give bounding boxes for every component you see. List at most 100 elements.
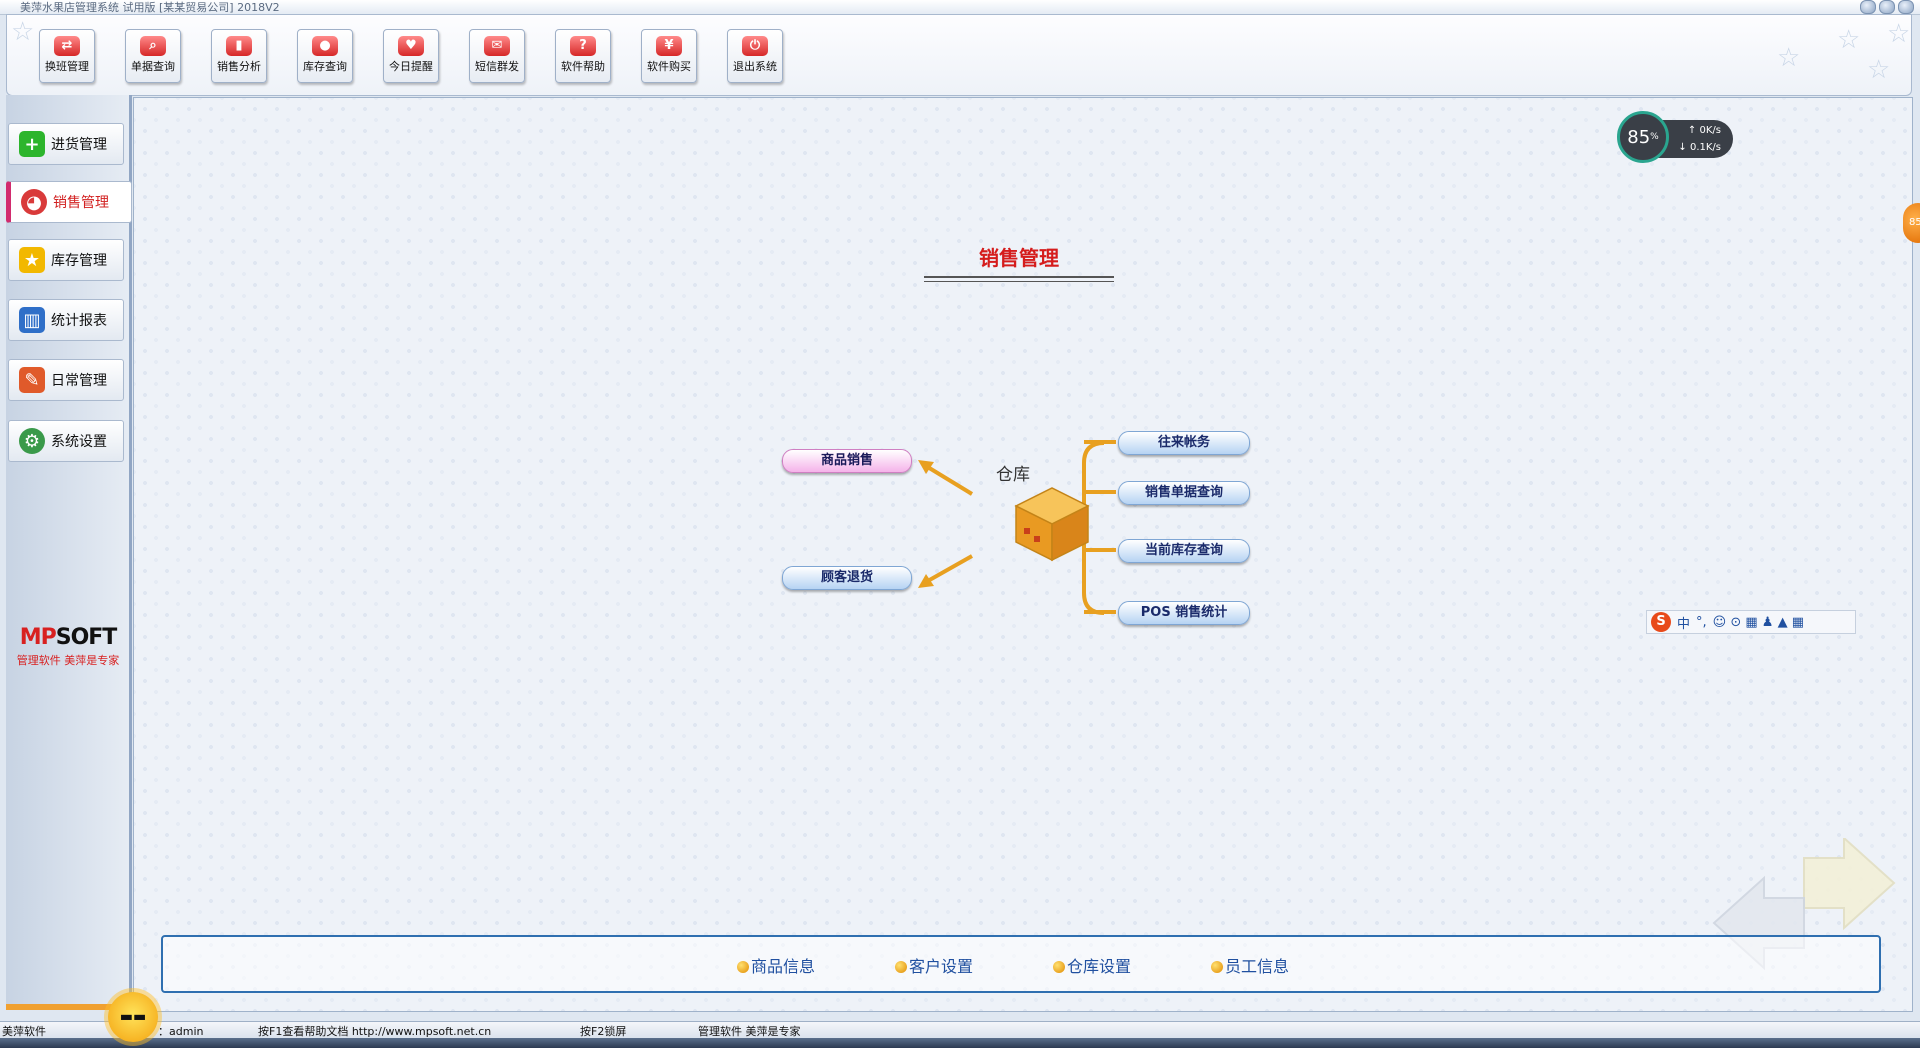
link-customer-settings[interactable]: 客户设置 xyxy=(895,953,973,977)
sidebar-item-label: 进货管理 xyxy=(51,137,107,153)
main-panel: 销售管理 仓库 商品销售 顾客退货 往来帐务 销售单据查询 当前库存查询 POS… xyxy=(133,97,1913,1012)
sidebar-item-label: 库存管理 xyxy=(51,253,107,269)
os-taskbar xyxy=(0,1038,1920,1048)
sidebar-item-reports[interactable]: ▥ 统计报表 xyxy=(8,299,124,341)
bar-chart-icon: ▮ xyxy=(226,36,252,56)
toolbar-button-label: 退出系统 xyxy=(733,60,777,73)
bottom-link-bar: 商品信息 客户设置 仓库设置 员工信息 xyxy=(161,935,1881,993)
toolbar-button-reminder[interactable]: ♥ 今日提醒 xyxy=(383,29,439,83)
memory-usage-ring: 85% xyxy=(1617,111,1669,163)
arrow-to-sales xyxy=(924,464,974,496)
floating-ball-widget[interactable]: 85 xyxy=(1903,203,1920,243)
network-speed-widget[interactable]: ↑ 0K/s ↓ 0.1K/s 85% xyxy=(1617,111,1733,167)
node-stock-query[interactable]: 当前库存查询 xyxy=(1118,539,1250,563)
node-customer-return[interactable]: 顾客退货 xyxy=(782,566,912,590)
decor-star-icon: ☆ xyxy=(1777,43,1801,73)
logo-mark: MPSOFT xyxy=(10,625,126,650)
page-title: 销售管理 xyxy=(979,246,1059,270)
status-lock: 按F2锁屏 xyxy=(580,1025,627,1038)
ime-lang-toggle[interactable]: 中 xyxy=(1677,616,1691,632)
mpsoft-logo: MPSOFT 管理软件 美萍是专家 xyxy=(10,625,126,668)
sidebar-item-daily[interactable]: ✎ 日常管理 xyxy=(8,359,124,401)
toolbar-button-order-query[interactable]: ⌕ 单据查询 xyxy=(125,29,181,83)
logo-mark-right: SOFT xyxy=(55,625,118,650)
sidebar-bottom-accent xyxy=(6,1004,126,1010)
upload-unit: K/s xyxy=(1705,125,1721,136)
maximize-button[interactable] xyxy=(1879,0,1895,14)
node-product-sales[interactable]: 商品销售 xyxy=(782,449,912,473)
orange-dot-icon xyxy=(1053,961,1065,973)
handshake-icon: ⇄ xyxy=(54,36,80,56)
toolbar-button-exit[interactable]: ⏻ 退出系统 xyxy=(727,29,783,83)
decor-star-icon: ☆ xyxy=(1837,25,1861,55)
node-accounts[interactable]: 往来帐务 xyxy=(1118,431,1250,455)
decor-star-icon: ☆ xyxy=(1887,19,1911,49)
sidebar-item-inventory[interactable]: ★ 库存管理 xyxy=(8,239,124,281)
download-speed: ↓ 0.1K/s xyxy=(1678,142,1721,153)
heart-icon: ♥ xyxy=(398,36,424,56)
arrow-to-return xyxy=(925,554,973,584)
download-unit: K/s xyxy=(1705,142,1721,153)
sidebar: + 进货管理 ◕ 销售管理 ★ 库存管理 ▥ 统计报表 ✎ 日常管理 ⚙ 系统设… xyxy=(6,95,132,1010)
node-sales-order-query[interactable]: 销售单据查询 xyxy=(1118,481,1250,505)
question-icon: ? xyxy=(570,36,596,56)
window-titlebar: 美萍水果店管理系统 试用版 [某某贸易公司] 2018V2 xyxy=(0,0,1920,15)
sidebar-item-label: 系统设置 xyxy=(51,434,107,450)
memory-percent: 85 xyxy=(1627,126,1651,148)
toolbar-button-label: 换班管理 xyxy=(45,60,89,73)
center-node-label: 仓库 xyxy=(996,465,1030,485)
magnifier-icon: ⌕ xyxy=(140,36,166,56)
logo-mark-left: MP xyxy=(19,625,57,650)
toolbar-button-label: 销售分析 xyxy=(217,60,261,73)
sun-mascot-icon: ▬▬ xyxy=(108,992,158,1042)
toolbar-button-label: 库存查询 xyxy=(303,60,347,73)
toolbar-button-sales-analysis[interactable]: ▮ 销售分析 xyxy=(211,29,267,83)
orange-dot-icon xyxy=(1211,961,1223,973)
status-bar: 美萍软件 ：admin 按F1查看帮助文档 http://www.mpsoft.… xyxy=(0,1021,1920,1039)
toolbar-button-label: 软件帮助 xyxy=(561,60,605,73)
toolbar-button-stock-query[interactable]: ● 库存查询 xyxy=(297,29,353,83)
yen-icon: ¥ xyxy=(656,36,682,56)
status-app: 美萍软件 xyxy=(2,1025,46,1038)
link-staff-info[interactable]: 员工信息 xyxy=(1211,953,1289,977)
close-button[interactable] xyxy=(1898,0,1914,14)
arrow-head-return xyxy=(918,574,934,588)
toolbar-button-label: 短信群发 xyxy=(475,60,519,73)
power-icon: ⏻ xyxy=(742,36,768,56)
stock-icon: ● xyxy=(312,36,338,56)
star-icon: ★ xyxy=(19,247,45,273)
main-toolbar: ☆ ☆ ☆ ☆ ☆ ⇄ 换班管理 ⌕ 单据查询 ▮ 销售分析 ● 库存查询 ♥ … xyxy=(6,14,1912,96)
decor-arrow-right-icon xyxy=(1803,838,1896,931)
ime-toolbar[interactable]: S 中 °, ☺ ⊙ ▦ ♟ ▲ ▦ xyxy=(1646,610,1856,634)
ime-tools-icon[interactable]: ☺ ⊙ ▦ ♟ ▲ ▦ xyxy=(1712,614,1804,630)
plus-icon: + xyxy=(19,131,45,157)
window-controls xyxy=(1860,0,1914,14)
box-icon xyxy=(1014,487,1090,562)
sidebar-item-label: 销售管理 xyxy=(53,195,109,211)
ime-punct-toggle[interactable]: °, xyxy=(1696,614,1707,630)
sidebar-item-sales[interactable]: ◕ 销售管理 xyxy=(6,181,132,223)
sidebar-item-settings[interactable]: ⚙ 系统设置 xyxy=(8,420,124,462)
toolbar-button-sms[interactable]: ✉ 短信群发 xyxy=(469,29,525,83)
link-label: 仓库设置 xyxy=(1067,957,1132,976)
toolbar-button-shift[interactable]: ⇄ 换班管理 xyxy=(39,29,95,83)
window-title: 美萍水果店管理系统 试用版 [某某贸易公司] 2018V2 xyxy=(20,1,280,14)
pencil-icon: ✎ xyxy=(19,367,45,393)
sidebar-item-label: 统计报表 xyxy=(51,313,107,329)
sidebar-item-purchase[interactable]: + 进货管理 xyxy=(8,123,124,165)
toolbar-button-help[interactable]: ? 软件帮助 xyxy=(555,29,611,83)
link-warehouse-settings[interactable]: 仓库设置 xyxy=(1053,953,1131,977)
toolbar-button-buy[interactable]: ¥ 软件购买 xyxy=(641,29,697,83)
sidebar-item-label: 日常管理 xyxy=(51,373,107,389)
speed-readout: ↑ 0K/s ↓ 0.1K/s xyxy=(1657,120,1733,158)
arrow-head-sales xyxy=(918,460,934,474)
toolbar-button-label: 今日提醒 xyxy=(389,60,433,73)
sogou-icon[interactable]: S xyxy=(1651,612,1671,632)
pie-chart-icon: ◕ xyxy=(21,189,47,215)
link-label: 员工信息 xyxy=(1225,957,1290,976)
minimize-button[interactable] xyxy=(1860,0,1876,14)
link-product-info[interactable]: 商品信息 xyxy=(737,953,815,977)
toolbar-button-label: 单据查询 xyxy=(131,60,175,73)
node-pos-stats[interactable]: POS 销售统计 xyxy=(1118,601,1250,625)
decor-star-icon: ☆ xyxy=(1867,55,1891,85)
